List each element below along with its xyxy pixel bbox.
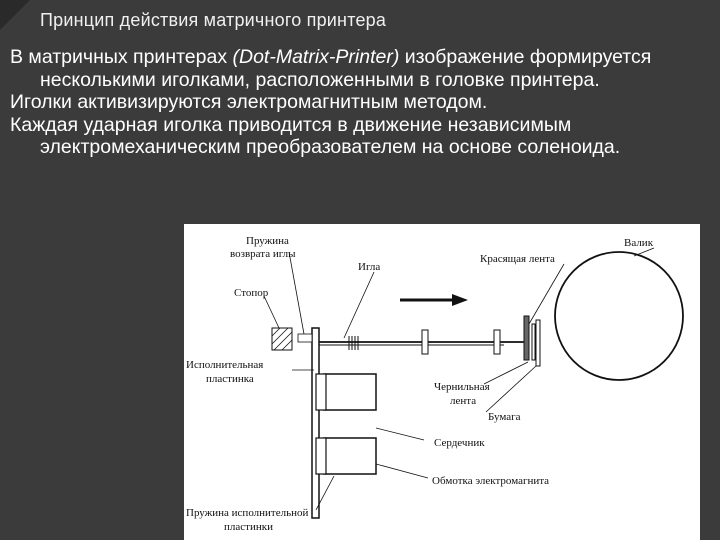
actuator-plate-shape: [311, 327, 320, 519]
slide-title: Принцип действия матричного принтера: [40, 10, 387, 30]
paragraph-2: Иголки активизируются электромагнитным м…: [10, 91, 710, 114]
core-shape-lower: [323, 437, 377, 475]
label-needle: Игла: [358, 261, 380, 273]
ink-ribbon-shape: [523, 315, 530, 361]
label-actuator-plate-2: пластинка: [206, 373, 254, 385]
label-ink-tape: Чернильная: [434, 381, 490, 393]
core-shape-upper: [323, 373, 377, 411]
stopper-shape: [271, 327, 293, 351]
slide-body: В матричных принтерах (Dot-Matrix-Printe…: [10, 46, 710, 159]
paragraph-3-text: Каждая ударная иголка приводится в движе…: [10, 113, 621, 159]
arrow-right-icon: [452, 294, 468, 306]
label-paper: Бумага: [488, 411, 521, 423]
label-roller: Валик: [624, 237, 654, 249]
paragraph-2-text: Иголки активизируются электромагнитным м…: [10, 91, 488, 113]
roller-shape: [554, 251, 684, 381]
label-ink-ribbon: Красящая лента: [480, 253, 555, 265]
label-return-spring: Пружина: [246, 235, 289, 247]
printer-diagram: Пружина возврата иглы Игла Красящая лент…: [184, 224, 700, 540]
label-core: Сердечник: [434, 437, 485, 449]
label-actuator-plate: Исполнительная: [186, 359, 263, 371]
paragraph-1-italic: (Dot-Matrix-Printer): [232, 46, 400, 68]
paragraph-1-text-end: изображение формируется несколькими игол…: [40, 46, 652, 91]
paragraph-1-text: В матричных принтерах: [10, 46, 233, 68]
label-return-spring-2: возврата иглы: [230, 248, 296, 260]
label-plate-spring-2: пластинки: [224, 521, 273, 533]
label-coil: Обмотка электромагнита: [432, 475, 549, 487]
label-ink-tape-2: лента: [450, 395, 476, 407]
label-plate-spring: Пружина исполнительной: [186, 507, 309, 519]
paragraph-3: Каждая ударная иголка приводится в движе…: [10, 114, 710, 159]
paragraph-1: В матричных принтерах (Dot-Matrix-Printe…: [10, 46, 710, 91]
label-stopper: Стопор: [234, 287, 269, 299]
